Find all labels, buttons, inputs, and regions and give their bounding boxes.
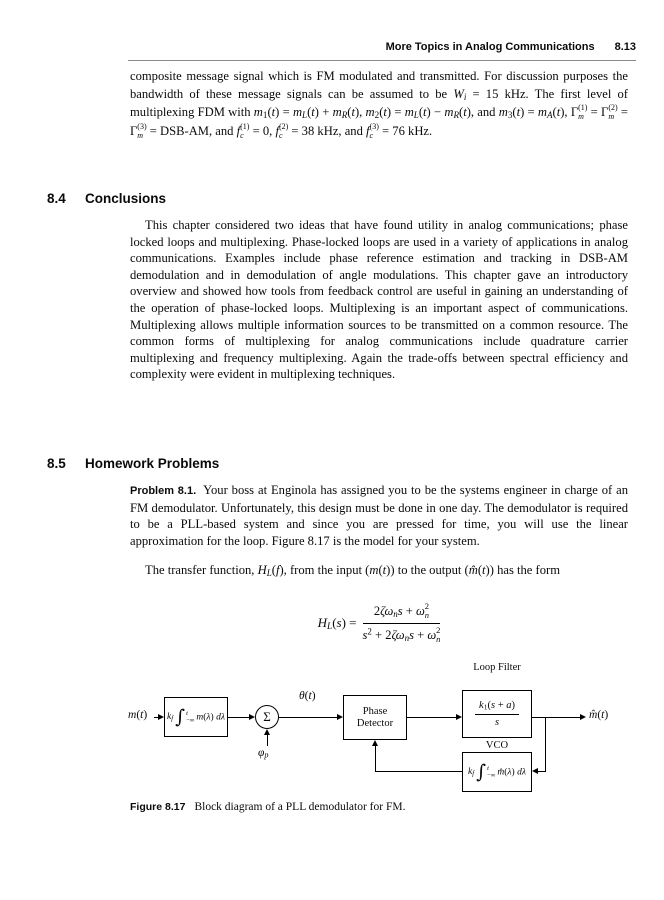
- connector-line: [279, 717, 337, 718]
- feedback-line: [375, 746, 376, 771]
- section-heading-homework: 8.5 Homework Problems: [47, 456, 219, 471]
- input-signal-label: m(t): [128, 709, 148, 721]
- loop-filter-block: k1(s + a) s: [462, 690, 532, 738]
- conclusions-paragraph: This chapter considered two ideas that h…: [130, 218, 628, 382]
- input-integrator-block: kf∫t−∞m(λ) dλ: [164, 697, 228, 737]
- vco-title: VCO: [485, 740, 509, 751]
- page-header: More Topics in Analog Communications 8.1…: [128, 41, 636, 61]
- intro-paragraph: composite message signal which is FM mod…: [130, 69, 629, 140]
- arrow-right-icon: [158, 714, 164, 720]
- feedback-line: [545, 717, 546, 772]
- sigma-symbol: Σ: [263, 709, 271, 724]
- output-signal-label: m̂(t): [589, 709, 609, 721]
- integrator-expression: kf∫t−∞m(λ) dλ: [167, 705, 225, 728]
- arrow-right-icon: [249, 714, 255, 720]
- feedback-line: [538, 771, 546, 772]
- page-number: 8.13: [614, 41, 636, 53]
- figure-caption-text: Block diagram of a PLL demodulator for F…: [194, 801, 406, 813]
- running-head: More Topics in Analog Communications: [385, 41, 595, 53]
- arrow-right-icon: [456, 714, 462, 720]
- phase-detector-label-line1: Phase: [362, 705, 388, 717]
- figure-caption-label: Figure 8.17: [130, 801, 186, 813]
- phi-input-line: [267, 735, 268, 746]
- problem-paragraph: Problem 8.1.Your boss at Enginola has as…: [130, 482, 628, 549]
- problem-label: Problem 8.1.: [130, 485, 197, 497]
- arrow-up-icon: [372, 740, 378, 746]
- transfer-function-paragraph: The transfer function, HL(f), from the i…: [145, 563, 561, 578]
- connector-line: [228, 717, 249, 718]
- loop-filter-denominator: s: [494, 716, 500, 728]
- loop-filter-title: Loop Filter: [473, 662, 521, 673]
- connector-line: [532, 717, 580, 718]
- equation-lhs: HL(s) =: [317, 615, 357, 632]
- section-number: 8.4: [47, 191, 66, 206]
- phase-detector-label-line2: Detector: [356, 717, 394, 729]
- feedback-line: [375, 771, 462, 772]
- arrow-left-icon: [532, 768, 538, 774]
- phi-label: φp: [258, 747, 269, 760]
- arrow-right-icon: [580, 714, 586, 720]
- vco-expression: kf∫t−∞m̂(λ) dλ: [468, 760, 526, 783]
- arrow-up-icon: [264, 729, 270, 735]
- theta-label: θ(t): [299, 690, 316, 702]
- section-heading-conclusions: 8.4 Conclusions: [47, 191, 166, 206]
- figure-caption: Figure 8.17 Block diagram of a PLL demodu…: [130, 801, 628, 813]
- loop-filter-fraction: k1(s + a) s: [475, 700, 519, 729]
- arrow-right-icon: [337, 714, 343, 720]
- summing-junction: Σ: [255, 705, 279, 729]
- connector-line: [407, 717, 456, 718]
- section-number: 8.5: [47, 456, 66, 471]
- loop-filter-numerator: k1(s + a): [475, 700, 519, 715]
- phase-detector-block: Phase Detector: [343, 695, 407, 740]
- problem-text: Your boss at Enginola has assigned you t…: [130, 483, 629, 548]
- connector-line: [154, 717, 159, 718]
- pll-block-diagram: m(t) kf∫t−∞m(λ) dλ Σ θ(t) Phase Detector…: [0, 650, 664, 810]
- section-title: Conclusions: [85, 191, 167, 206]
- vco-block: kf∫t−∞m̂(λ) dλ: [462, 752, 532, 792]
- section-title: Homework Problems: [85, 456, 220, 471]
